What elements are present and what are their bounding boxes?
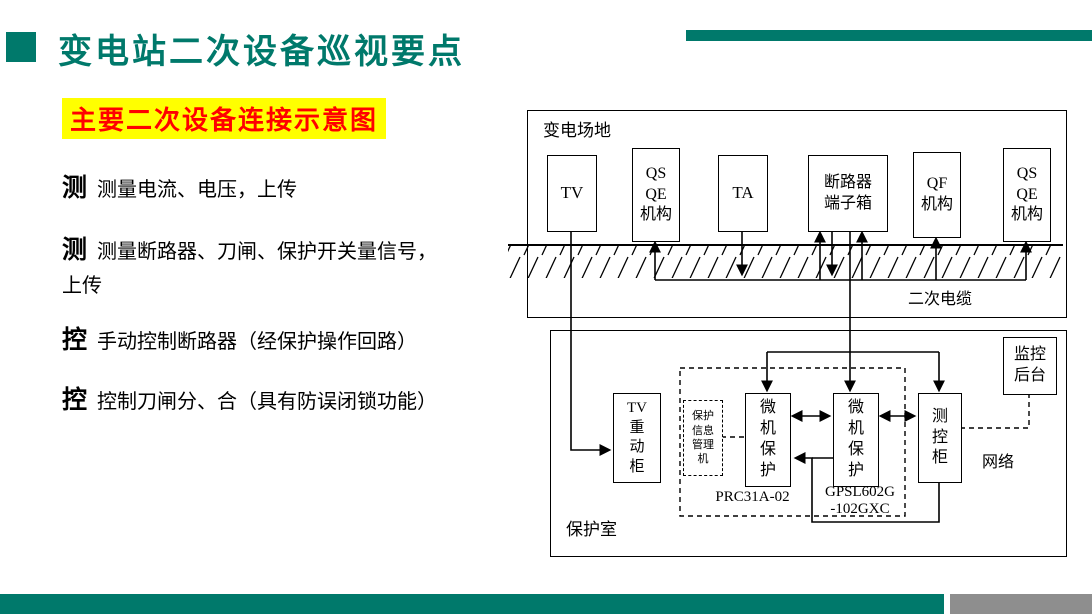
model-label-prc31a: PRC31A-02 <box>715 489 790 505</box>
box-qf-mechanism: QF 机构 <box>913 152 961 238</box>
title-accent-square <box>6 32 36 62</box>
footer-accent-bar <box>0 594 944 614</box>
bullet-keyword: 控 <box>62 326 88 354</box>
section-subtitle: 主要二次设备连接示意图 <box>62 98 387 139</box>
box-breaker-terminal-box: 断路器 端子箱 <box>808 155 888 232</box>
bullet-keyword: 控 <box>62 386 88 414</box>
bullet-text: 手动控制断路器（经保护操作回路） <box>97 331 418 353</box>
protection-room-area <box>550 330 1067 557</box>
bullet-text: 控制刀闸分、合（具有防误闭锁功能） <box>97 391 438 413</box>
room-area-label: 保护室 <box>566 520 617 539</box>
box-monitoring-backend: 监控 后台 <box>1003 337 1057 395</box>
field-area-label: 变电场地 <box>543 121 611 140</box>
bullet-point-control-2: 控控制刀闸分、合（具有防误闭锁功能） <box>62 380 512 419</box>
network-label: 网络 <box>982 454 1015 471</box>
box-protection-info-manager: 保护 信息 管理 机 <box>683 400 723 476</box>
bullet-point-measure-1: 测测量电流、电压，上传 <box>62 168 512 207</box>
secondary-cable-label: 二次电缆 <box>908 291 973 308</box>
bullet-keyword: 测 <box>62 236 88 264</box>
box-ta-transformer: TA <box>718 155 768 232</box>
box-tv-relay-cabinet: TV 重 动 柜 <box>613 393 661 483</box>
bullet-text: 测量电流、电压，上传 <box>97 179 298 201</box>
model-label-gpsl602g: GPSL602G -102GXC <box>824 484 895 518</box>
bullet-point-measure-2: 测测量断路器、刀闸、保护开关量信号， 上传 <box>62 230 512 303</box>
substation-field-area <box>527 110 1067 318</box>
box-microcomputer-protection-2: 微 机 保 护 <box>833 393 879 487</box>
bullet-keyword: 测 <box>62 174 88 202</box>
bullet-point-control-1: 控手动控制断路器（经保护操作回路） <box>62 320 512 359</box>
box-qs-qe-mechanism-left: QS QE 机构 <box>632 148 680 242</box>
footer-gray-bar <box>950 594 1092 614</box>
box-microcomputer-protection-1: 微 机 保 护 <box>745 393 791 487</box>
box-measure-control-cabinet: 测 控 柜 <box>918 393 962 483</box>
page-title: 变电站二次设备巡视要点 <box>58 33 465 71</box>
box-tv-transformer: TV <box>547 155 597 232</box>
box-qs-qe-mechanism-right: QS QE 机构 <box>1003 148 1051 242</box>
bullet-text: 测量断路器、刀闸、保护开关量信号， 上传 <box>62 241 438 297</box>
header-accent-bar <box>686 30 1092 41</box>
